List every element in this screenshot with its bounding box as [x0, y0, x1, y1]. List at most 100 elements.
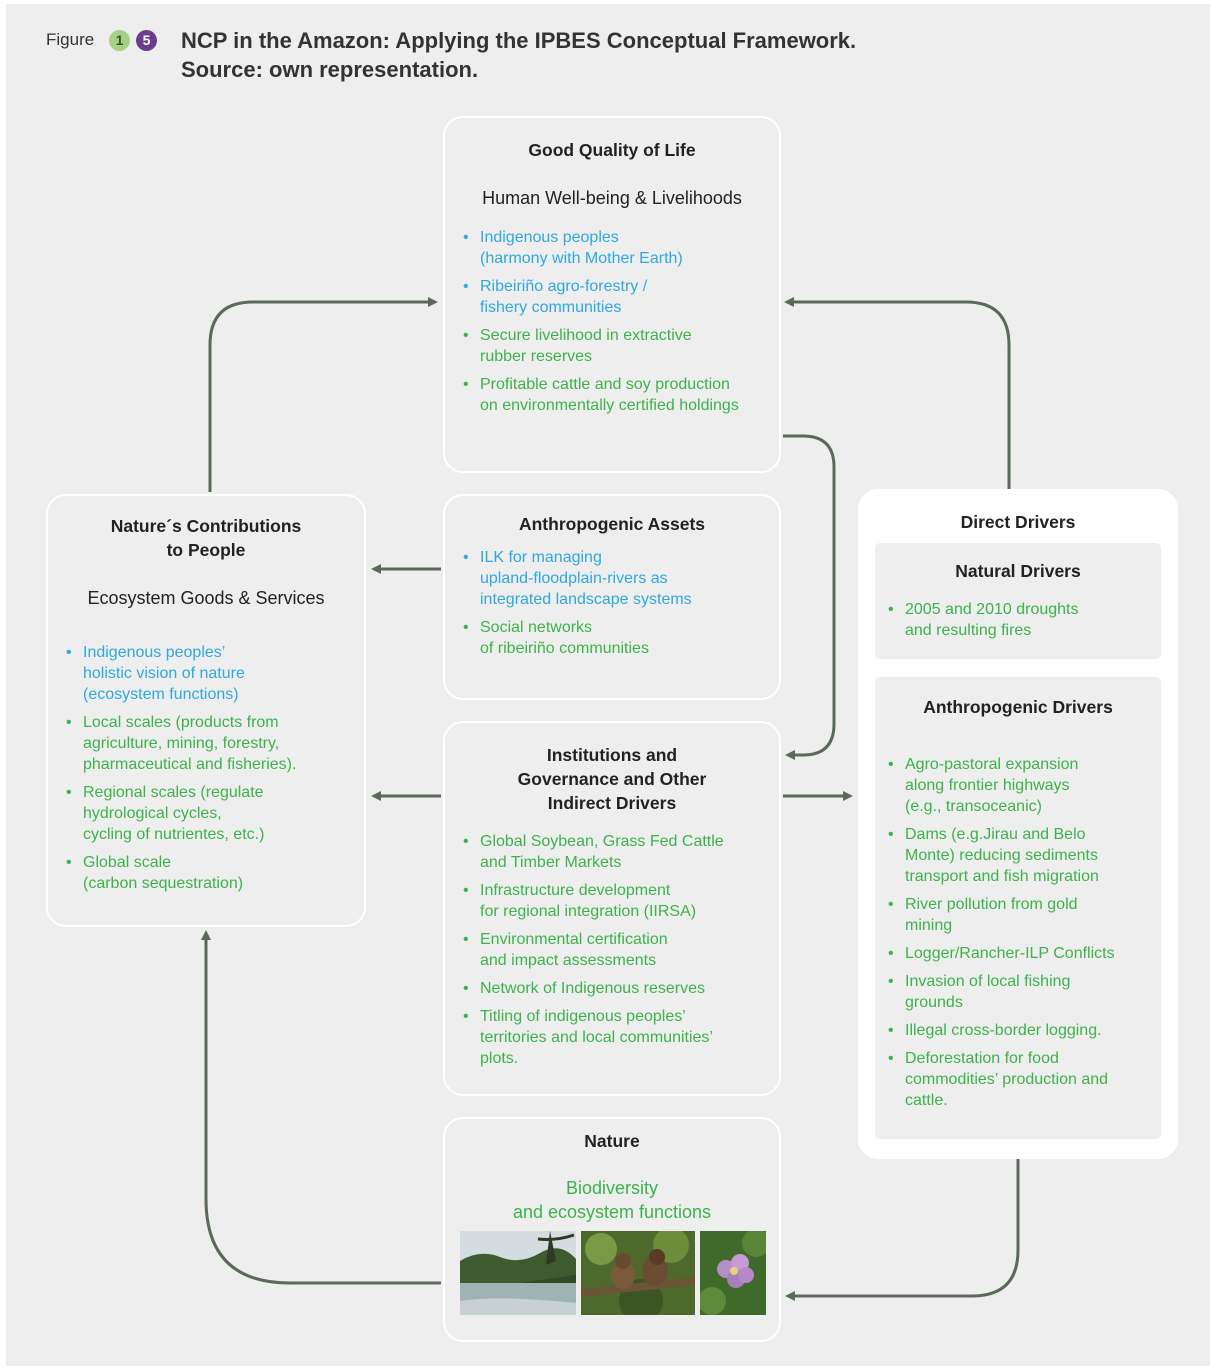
- list-item-line: Titling of indigenous peoples’: [480, 1008, 686, 1025]
- list-item-line: commodities’ production and: [905, 1071, 1109, 1088]
- nature-subtitle: Biodiversity and ecosystem functions: [445, 1176, 779, 1224]
- list-item-line: on environmentally certified holdings: [480, 397, 739, 414]
- institutions-title-line-1: Institutions and: [546, 745, 678, 765]
- list-item-line: Dams (e.g.Jirau and Belo: [905, 826, 1086, 843]
- list-item-line: Agro-pastoral expansion: [905, 756, 1079, 773]
- list-item: Profitable cattle and soy production on e…: [461, 374, 781, 416]
- list-item-line: Regional scales (regulate: [83, 784, 264, 801]
- list-item-line: Indigenous peoples: [480, 229, 619, 246]
- list-item-line: ILK for managing: [480, 549, 602, 566]
- anthropogenic-drivers-list: Agro-pastoral expansion along frontier hi…: [886, 754, 1161, 1118]
- list-item-line: integrated landscape systems: [480, 591, 692, 608]
- list-item-line: Secure livelihood in extractive: [480, 327, 692, 344]
- good-quality-subtitle: Human Well-being & Livelihoods: [482, 188, 742, 208]
- list-item-line: Environmental certification: [480, 931, 668, 948]
- good-quality-list: Indigenous peoples(harmony with Mother E…: [461, 227, 781, 423]
- list-item-line: Invasion of local fishing: [905, 973, 1071, 990]
- list-item-line: (e.g., transoceanic): [905, 798, 1042, 815]
- list-item-line: rubber reserves: [480, 348, 593, 365]
- figure-title-line-2: Source: own representation.: [181, 57, 479, 82]
- list-item-line: Network of Indigenous reserves: [480, 980, 705, 997]
- figure-badge-1: 1: [109, 30, 130, 51]
- monkeys-photo: [581, 1231, 695, 1315]
- list-item-line: (carbon sequestration): [83, 875, 244, 892]
- list-item: Titling of indigenous peoples’ territorie…: [461, 1006, 781, 1069]
- list-item-line: grounds: [905, 994, 963, 1011]
- list-item-line: Illegal cross-border logging.: [905, 1022, 1102, 1039]
- list-item-line: agriculture, mining, forestry,: [83, 735, 280, 752]
- list-item-line: Global Soybean, Grass Fed Cattle: [480, 833, 724, 850]
- arrow-quality-to-institutions: [783, 434, 836, 760]
- institutions-title: Institutions and Governance and Other In…: [445, 743, 779, 815]
- arrow-nature-to-ncp: [201, 930, 441, 1285]
- ncp-title: Nature´s Contributions to People: [48, 514, 364, 562]
- good-quality-of-life-box: Good Quality of Life Human Well-being & …: [443, 116, 781, 473]
- list-item: Network of Indigenous reserves: [461, 978, 781, 999]
- ncp-list: Indigenous peoples’ holistic vision of na…: [64, 642, 364, 901]
- list-item: Invasion of local fishing grounds: [886, 971, 1161, 1013]
- nature-title: Nature: [584, 1131, 640, 1151]
- list-item-line: and resulting fires: [905, 622, 1032, 639]
- arrow-drivers-to-quality: [784, 297, 1011, 489]
- list-item-line: pharmaceutical and fisheries).: [83, 756, 297, 773]
- list-item: Secure livelihood in extractive rubber re…: [461, 325, 781, 367]
- list-item-line: territories and local communities’: [480, 1029, 713, 1046]
- nature-subtitle-line-1: Biodiversity: [565, 1178, 659, 1198]
- good-quality-title: Good Quality of Life: [528, 140, 696, 160]
- direct-drivers-title: Direct Drivers: [960, 512, 1076, 532]
- anthropogenic-drivers-title: Anthropogenic Drivers: [923, 697, 1113, 717]
- list-item-line: Social networks: [480, 619, 593, 636]
- list-item: Environmental certification and impact as…: [461, 929, 781, 971]
- list-item: Indigenous peoples’ holistic vision of na…: [64, 642, 364, 705]
- river-forest-photo: [460, 1231, 576, 1315]
- list-item-line: transport and fish migration: [905, 868, 1099, 885]
- list-item: Infrastructure development for regional i…: [461, 880, 781, 922]
- list-item-line: and impact assessments: [480, 952, 657, 969]
- list-item: Ribeiriño agro-forestry /fishery communi…: [461, 276, 781, 318]
- figure-title-line-1: NCP in the Amazon: Applying the IPBES Co…: [181, 28, 857, 53]
- natural-drivers-panel: Natural Drivers 2005 and 2010 droughtsan…: [875, 543, 1161, 659]
- nature-subtitle-line-2: and ecosystem functions: [512, 1202, 712, 1222]
- list-item-line: and Timber Markets: [480, 854, 622, 871]
- arrow-ncp-to-quality: [208, 297, 438, 492]
- flower-photo: [700, 1231, 766, 1315]
- institutions-title-line-2: Governance and Other: [517, 769, 707, 789]
- assets-title: Anthropogenic Assets: [518, 514, 706, 534]
- list-item-line: Monte) reducing sediments: [905, 847, 1098, 864]
- list-item: Illegal cross-border logging.: [886, 1020, 1161, 1041]
- list-item: Global scale(carbon sequestration): [64, 852, 364, 894]
- list-item: Deforestation for food commodities’ produ…: [886, 1048, 1161, 1111]
- list-item: Logger/Rancher-ILP Conflicts: [886, 943, 1161, 964]
- list-item-line: for regional integration (IIRSA): [480, 903, 697, 920]
- list-item-line: plots.: [480, 1050, 519, 1067]
- ncp-box: Nature´s Contributions to People Ecosyst…: [46, 494, 366, 927]
- ncp-subtitle: Ecosystem Goods & Services: [87, 588, 325, 608]
- list-item-line: cycling of nutrientes, etc.): [83, 826, 265, 843]
- list-item: Local scales (products fromagriculture, …: [64, 712, 364, 775]
- anthropogenic-drivers-panel: Anthropogenic Drivers Agro-pastoral expa…: [875, 677, 1161, 1139]
- list-item-line: fishery communities: [480, 299, 622, 316]
- natural-drivers-title: Natural Drivers: [955, 561, 1081, 581]
- list-item: Agro-pastoral expansion along frontier hi…: [886, 754, 1161, 817]
- list-item-line: Logger/Rancher-ILP Conflicts: [905, 945, 1115, 962]
- figure-label: Figure: [46, 30, 95, 49]
- assets-list: ILK for managing upland-floodplain-rivers…: [461, 547, 781, 666]
- list-item-line: of ribeiriño communities: [480, 640, 649, 657]
- list-item-line: Profitable cattle and soy production: [480, 376, 730, 393]
- list-item-line: holistic vision of nature: [83, 665, 245, 682]
- list-item-line: along frontier highways: [905, 777, 1070, 794]
- list-item-line: upland-floodplain-rivers as: [480, 570, 668, 587]
- figure-badge-2: 5: [136, 30, 157, 51]
- list-item-line: Infrastructure development: [480, 882, 671, 899]
- anthropogenic-assets-box: Anthropogenic Assets ILK for managing upl…: [443, 494, 781, 700]
- list-item-line: Indigenous peoples’: [83, 644, 226, 661]
- nature-box: Nature Biodiversity and ecosystem functi…: [443, 1117, 781, 1342]
- list-item-line: Deforestation for food: [905, 1050, 1059, 1067]
- list-item-line: River pollution from gold: [905, 896, 1078, 913]
- list-item-line: mining: [905, 917, 953, 934]
- list-item: Indigenous peoples(harmony with Mother E…: [461, 227, 781, 269]
